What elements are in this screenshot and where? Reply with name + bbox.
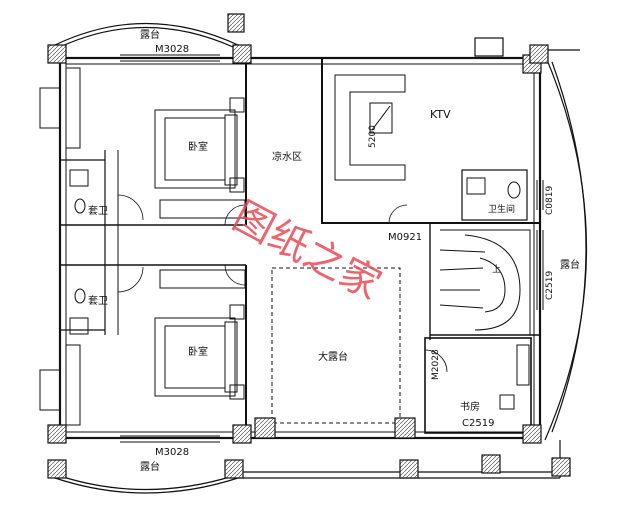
label-study: 书房 [460, 400, 480, 413]
label-bedroom-top: 卧室 [188, 140, 208, 153]
label-m0921: M0921 [388, 232, 422, 243]
label-c2519-study: C2519 [462, 418, 494, 429]
label-ktv-dim: 5200 [368, 125, 378, 148]
wardrobes [65, 67, 246, 426]
label-ktv: KTV [430, 108, 451, 121]
label-m3028-bottom: M3028 [155, 447, 189, 458]
label-terrace-bottom: 露台 [140, 460, 160, 473]
walls [58, 56, 542, 440]
doors [117, 194, 448, 373]
ktv-sofa [334, 74, 406, 181]
label-big-terrace: 大露台 [318, 350, 348, 363]
room-labels: 露台 M3028 卧室 凉水区 KTV 5200 卫生间 C0819 M0921… [88, 28, 580, 473]
label-stair: 上 [492, 264, 501, 275]
label-terrace-right: 露台 [560, 258, 580, 271]
label-m3028-top: M3028 [155, 44, 189, 55]
label-m2028: M2028 [431, 349, 441, 380]
bed-top [154, 97, 245, 193]
toilet-fixtures [69, 169, 521, 335]
label-ensuite-top: 套卫 [88, 204, 108, 217]
watermark: 图纸之家 [225, 193, 388, 309]
label-cool-water-area: 凉水区 [272, 150, 302, 163]
bed-bottom [154, 304, 245, 400]
label-terrace-top: 露台 [140, 28, 160, 41]
label-ensuite-bottom: 套卫 [88, 294, 108, 307]
label-toilet: 卫生间 [488, 203, 515, 215]
windows [39, 54, 544, 443]
study-desk [499, 344, 530, 410]
label-c0819: C0819 [545, 186, 555, 215]
label-bedroom-bottom: 卧室 [188, 345, 208, 358]
columns [47, 13, 571, 479]
terrace-outlines [54, 22, 588, 494]
label-c2519-right: C2519 [545, 271, 555, 300]
spiral-stair [439, 229, 531, 335]
